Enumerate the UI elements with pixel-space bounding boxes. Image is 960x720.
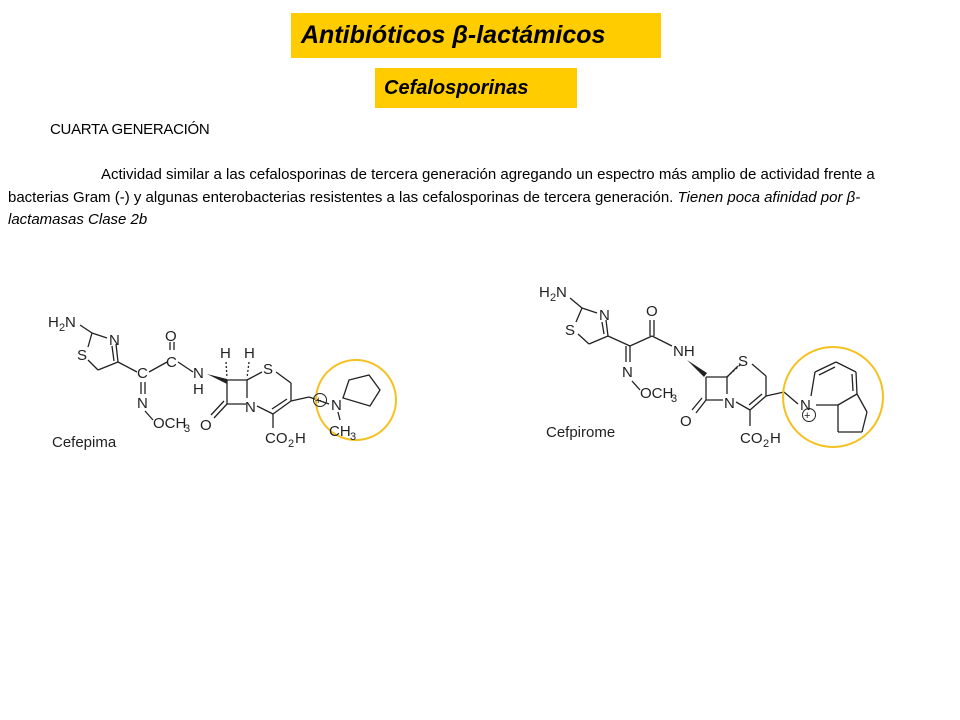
cefepima-h-right: H [244,345,255,362]
cefpirome-lactam-n: N [724,395,735,412]
cefepima-amine-n: N [65,314,76,331]
cefepima-amine-sub: 2 [59,322,65,334]
cefepima-imine-c: C [137,365,148,382]
cefepima-carbonyl-o: O [165,328,177,345]
cefepima-lactam-n: N [245,399,256,416]
cefpirome-lactam-o: O [680,413,692,430]
cefepima-n-methyl: CH [329,423,351,440]
cefpirome-plus: + [804,410,810,422]
slide-subtitle: Cefalosporinas [375,68,577,108]
cefepima-plus: + [315,395,321,407]
slide-title: Antibióticos β-lactámicos [291,13,661,58]
cefpirome-amine-h: H [539,284,550,301]
cefpirome-name: Cefpirome [546,424,615,441]
cefepima-carboxyl-sub: 2 [288,438,294,450]
cefepima-methoxy-sub: 3 [184,423,190,435]
description-paragraph: Actividad similar a las cefalosporinas d… [8,164,913,232]
cefepima-amide-c: C [166,354,177,371]
section-heading: CUARTA GENERACIÓN [50,121,210,138]
cefepima-imine-n: N [137,395,148,412]
cefepima-n-methyl-sub: 3 [350,431,356,443]
description-italic: Tienen poca afinidad por β-lactamasas Cl… [8,188,861,229]
cefpirome-thiazole-n: N [599,307,610,324]
cefepima-carboxyl: CO [265,430,288,447]
cefepima-thiazole-s: S [77,347,87,364]
cefpirome-pyridine-n: N [800,397,811,414]
cefepima-ring-s: S [263,361,273,378]
cefpirome-amide-nh: NH [673,343,695,360]
cefpirome-methoxy-sub: 3 [671,393,677,405]
cefepima-thiazole-n: N [109,332,120,349]
cefepima-lactam-o: O [200,417,212,434]
cefpirome-thiazole-s: S [565,322,575,339]
cefepima-h-left: H [220,345,231,362]
cefpirome-carboxyl-h: H [770,430,781,447]
cefepima-amine-h: H [48,314,59,331]
cefpirome-ring-s: S [738,353,748,370]
cefepima-cation-n: N [331,397,342,414]
cefpirome-imine-n: N [622,364,633,381]
cefpirome-amine-sub: 2 [550,292,556,304]
cefpirome-carboxyl: CO [740,430,763,447]
cefpirome-carbonyl-o: O [646,303,658,320]
cefepima-amide-n: N [193,365,204,382]
description-text: Actividad similar a las cefalosporinas d… [8,166,875,206]
cefepima-carboxyl-h: H [295,430,306,447]
cefpirome-amine-n: N [556,284,567,301]
cefpirome-carboxyl-sub: 2 [763,438,769,450]
cefepima-name: Cefepima [52,434,117,451]
cefpirome-methoxy: OCH [640,385,673,402]
cefpirome-highlight-ring [782,346,884,448]
cefepima-methoxy: OCH [153,415,186,432]
cefepima-amide-h: H [193,381,204,398]
cefepima-highlight-ring [315,359,397,441]
